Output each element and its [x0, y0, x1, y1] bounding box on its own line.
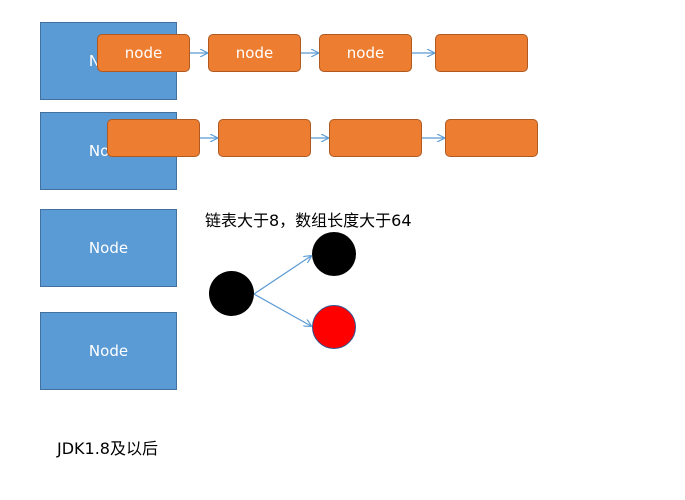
array-slot-3: Node [40, 312, 177, 390]
arrow-tree-black [253, 256, 311, 295]
list-node-r2-2 [329, 119, 422, 157]
array-slot-2: Node [40, 209, 177, 287]
tree-child-red-node [312, 305, 356, 349]
list-node-r1-2: node [319, 34, 412, 72]
list-node-r1-1: node [208, 34, 301, 72]
array-slot-label: Node [88, 239, 129, 257]
tree-child-black-node [312, 232, 356, 276]
arrow-tree-red [253, 293, 311, 326]
array-slot-label: Node [88, 342, 129, 360]
list-node-r2-3 [445, 119, 538, 157]
list-node-label: node [346, 44, 385, 62]
list-node-r1-0: node [97, 34, 190, 72]
list-node-r1-3 [435, 34, 528, 72]
tree-root-black-node [209, 271, 254, 316]
list-node-label: node [235, 44, 274, 62]
list-node-r2-1 [218, 119, 311, 157]
list-node-label: node [124, 44, 163, 62]
version-caption: JDK1.8及以后 [57, 439, 158, 458]
tree-caption: 链表大于8，数组长度大于64 [205, 211, 412, 230]
list-node-r2-0 [107, 119, 200, 157]
